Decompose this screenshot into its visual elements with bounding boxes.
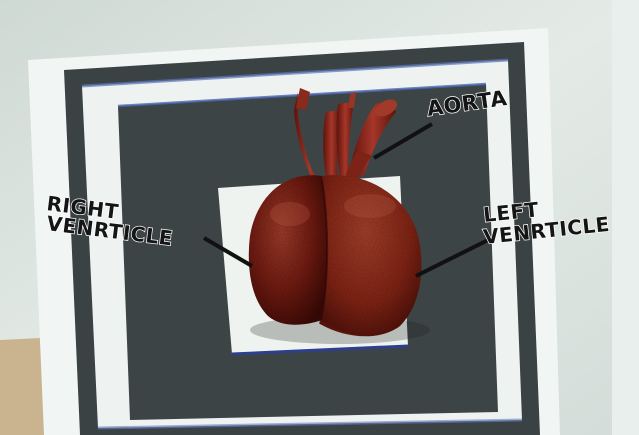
right-edge [612, 0, 639, 435]
